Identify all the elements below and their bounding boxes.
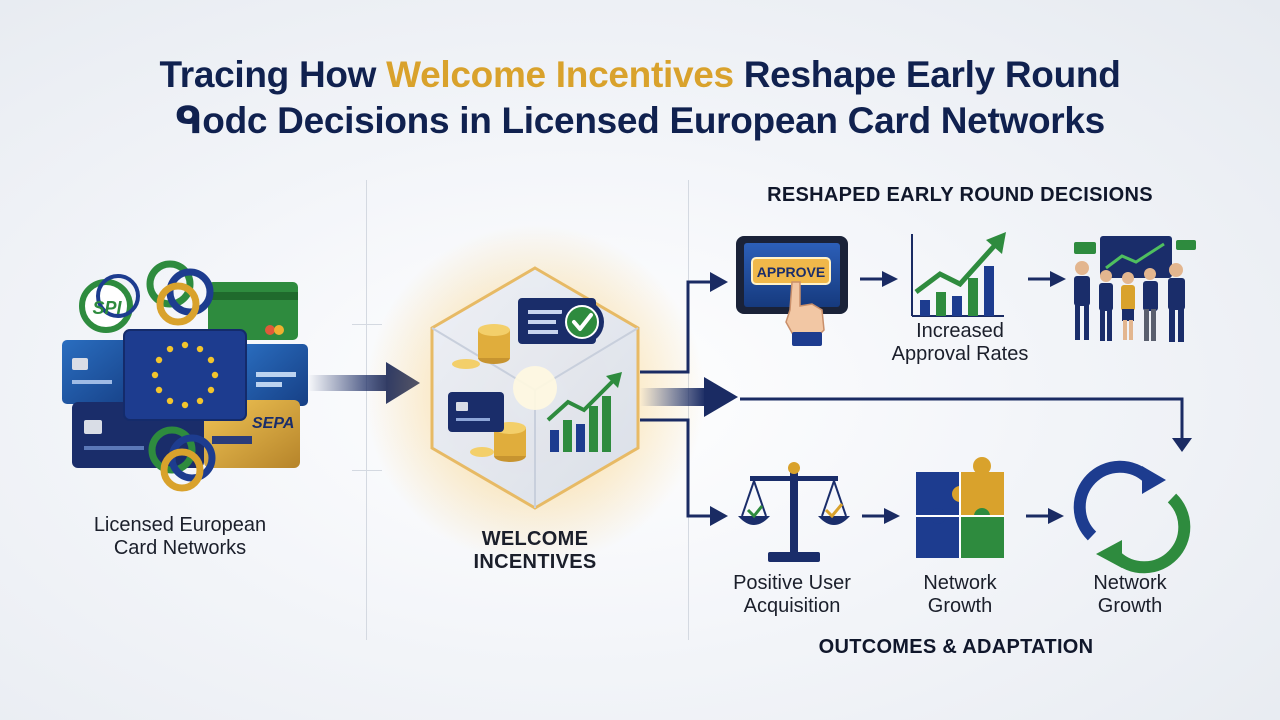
arrow-approve-to-chart (860, 271, 898, 287)
guide-tick-2 (352, 470, 382, 471)
approve-tablet-icon: APPROVE (736, 236, 848, 346)
acquisition-label: Positive User Acquisition (733, 572, 851, 617)
connector-middle (640, 377, 1192, 452)
page-title: Tracing How Welcome Incentives Reshape E… (0, 52, 1280, 144)
green-card (208, 282, 298, 340)
network-growth-label-2: Network Growth (1093, 572, 1167, 617)
growth-chart-icon (546, 372, 622, 452)
incentive-card (448, 392, 504, 432)
spi-logo-text: SPI (92, 298, 122, 318)
eu-star-icon (155, 356, 163, 364)
refresh-cycle-icon (1073, 460, 1191, 574)
outcomes-heading: OUTCOMES & ADAPTATION (818, 636, 1094, 658)
incentives-label: WELCOME INCENTIVES (473, 528, 597, 573)
spi-logo: SPI (79, 274, 140, 333)
decisions-heading: RESHAPED EARLY ROUND DECISIONS (767, 184, 1153, 206)
connector-bottom (640, 418, 728, 526)
blue-card-left (62, 340, 140, 404)
title-highlight: Welcome Incentives (386, 54, 734, 95)
business-team-icon (1074, 236, 1196, 342)
connector-top (640, 272, 728, 374)
puzzle-icon (916, 457, 1004, 558)
title-line-2: ᑫodc Decisions in Licensed European Card… (175, 100, 1105, 141)
sepa-card-text: SEPA (252, 415, 294, 432)
ring-logo-top (146, 260, 214, 326)
ring-logo-bottom (148, 426, 216, 492)
eu-flag-card (123, 329, 247, 421)
eu-star-icon (207, 356, 215, 364)
arrow-puzzle-to-cycle (1026, 508, 1064, 524)
arrow-chart-to-team (1028, 271, 1066, 287)
eu-star-icon (181, 341, 189, 349)
title-line-1: Tracing How Welcome Incentives Reshape E… (159, 54, 1121, 95)
eu-star-icon (207, 386, 215, 394)
approval-chart-icon (911, 232, 1006, 317)
networks-label: Licensed European Card Networks (93, 514, 267, 559)
eu-star-icon (181, 401, 189, 409)
network-growth-label-1: Network Growth (923, 572, 997, 617)
approval-rates-label: Increased Approval Rates (891, 320, 1029, 365)
check-badge-icon (560, 300, 604, 344)
eu-star-icon (166, 397, 174, 405)
eu-star-icon (151, 371, 159, 379)
incentives-hexagon (365, 225, 705, 565)
approve-button-label: APPROVE (757, 264, 825, 280)
blue-card-right (240, 344, 308, 406)
guide-tick-1 (352, 324, 382, 325)
arrow-scale-to-puzzle (862, 508, 900, 524)
eu-star-icon (196, 397, 204, 405)
eu-star-icon (166, 345, 174, 353)
eu-star-icon (196, 345, 204, 353)
balance-scale-icon (738, 462, 850, 562)
card-networks-illustration: SEPA SPI (62, 260, 308, 492)
eu-star-icon (211, 371, 219, 379)
coin-stack-icon (452, 324, 510, 369)
eu-star-icon (155, 386, 163, 394)
